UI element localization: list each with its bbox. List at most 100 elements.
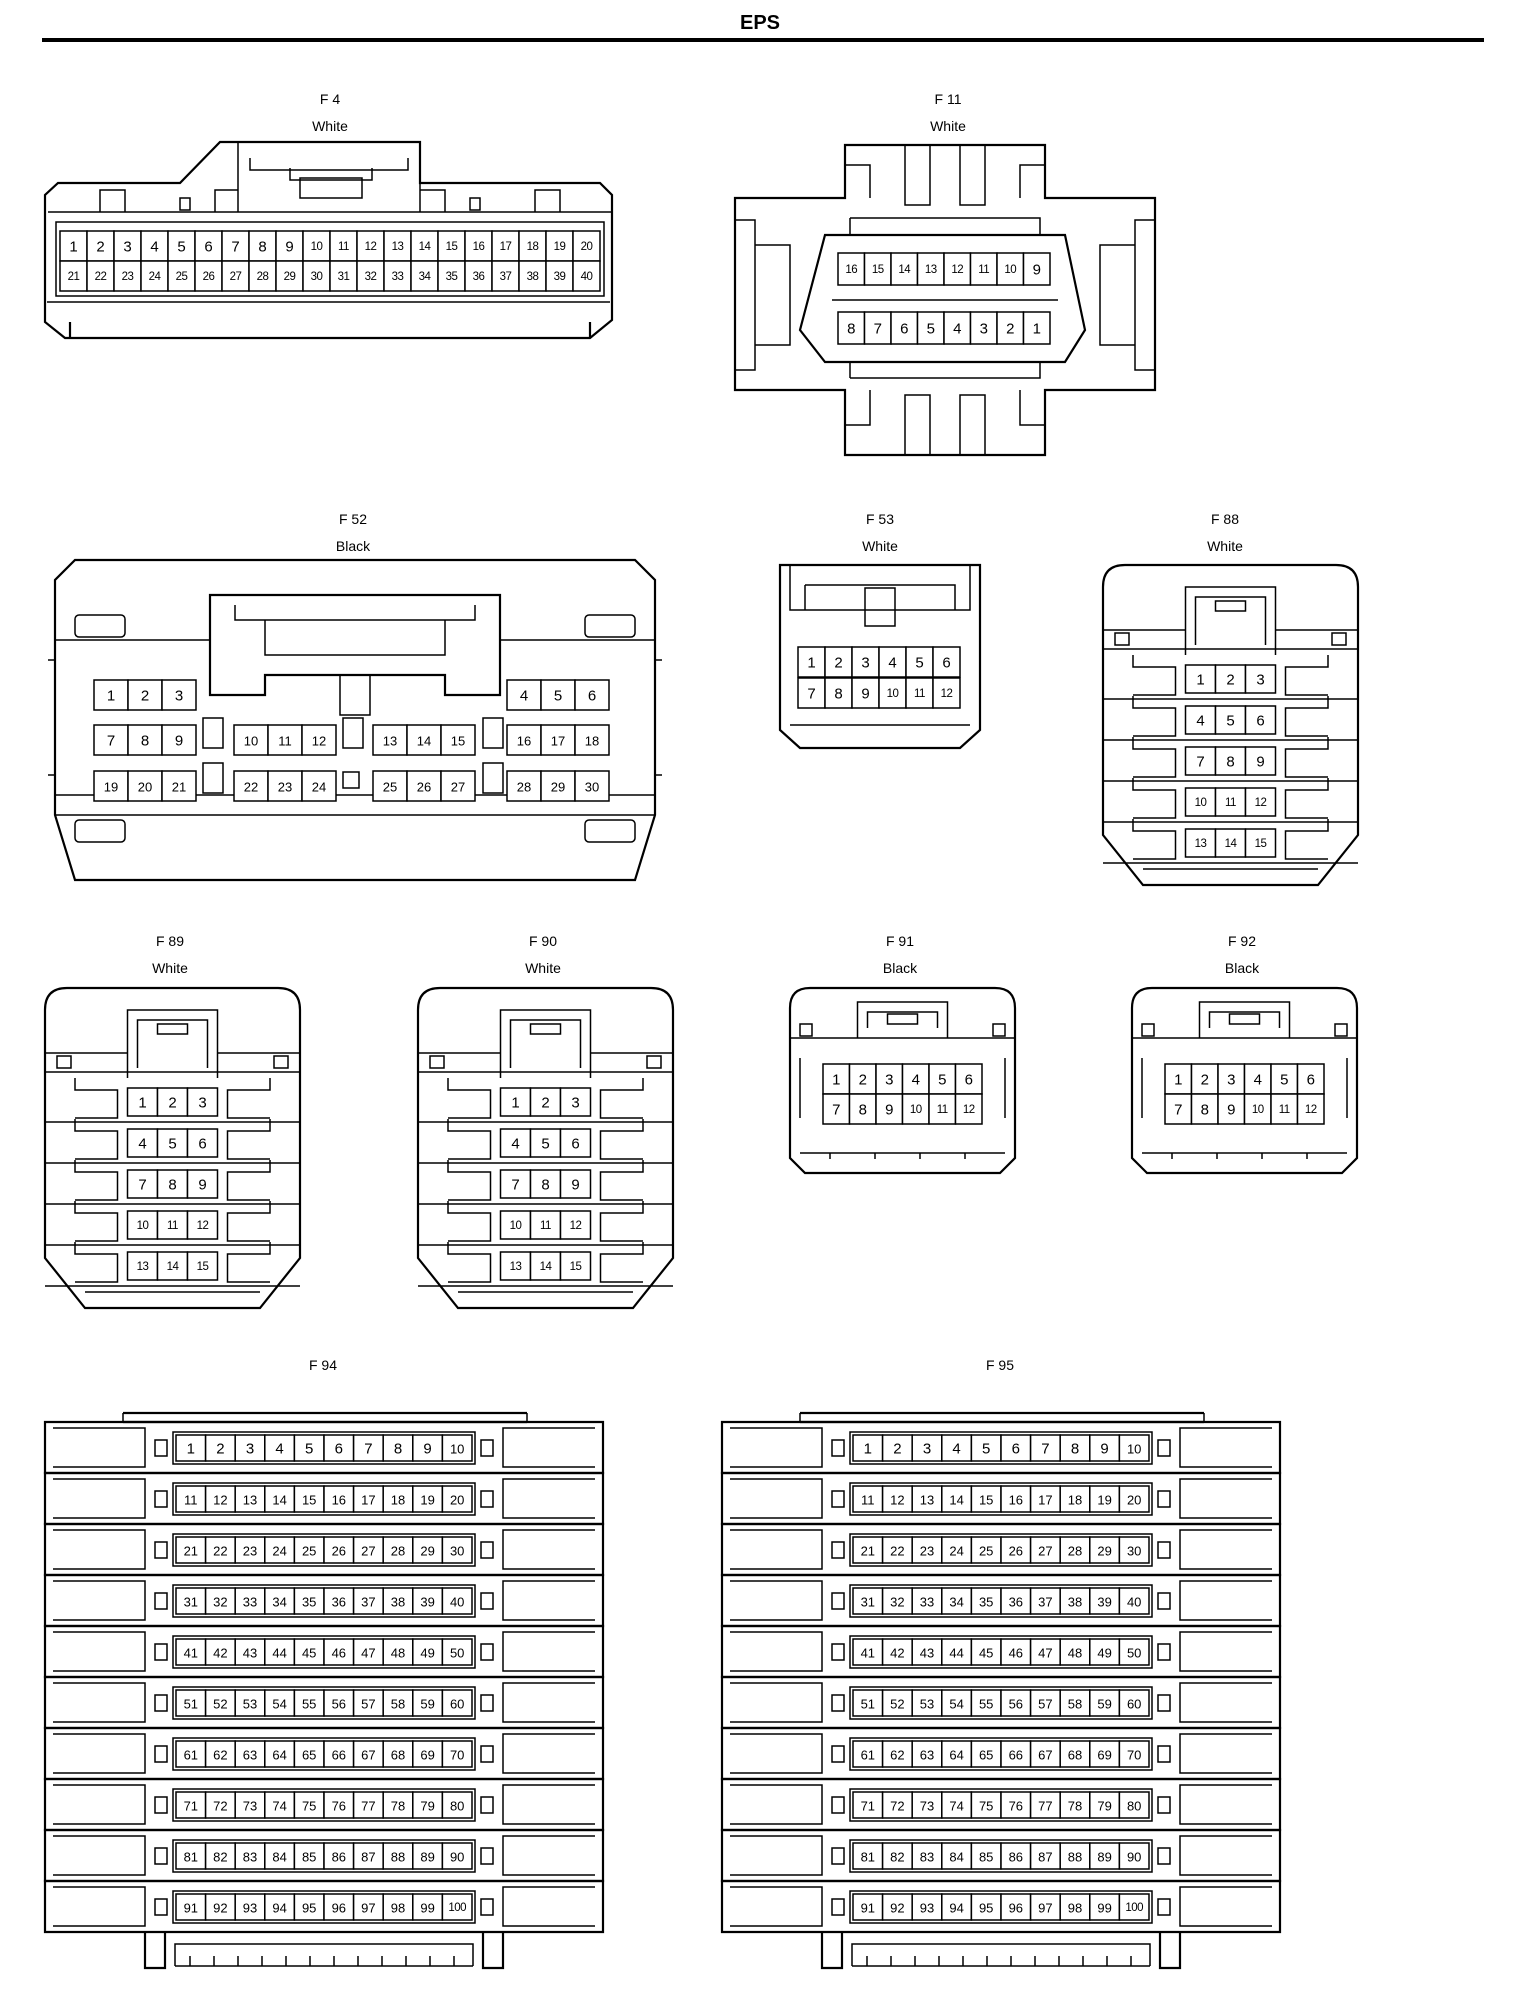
svg-text:15: 15	[872, 264, 884, 276]
svg-text:16: 16	[1009, 1493, 1023, 1508]
svg-text:71: 71	[861, 1799, 875, 1814]
svg-text:50: 50	[450, 1646, 464, 1661]
svg-text:9: 9	[285, 239, 293, 256]
pin-8: 8	[1216, 747, 1246, 775]
svg-text:28: 28	[1068, 1544, 1082, 1559]
pin-86: 86	[1001, 1843, 1031, 1869]
svg-text:67: 67	[361, 1748, 375, 1763]
svg-text:52: 52	[890, 1697, 904, 1712]
svg-text:22: 22	[890, 1544, 904, 1559]
pin-4: 4	[128, 1129, 158, 1157]
svg-text:1: 1	[69, 239, 77, 256]
svg-text:1: 1	[807, 655, 815, 672]
connector-color: White	[525, 960, 561, 976]
pin-15: 15	[1246, 829, 1276, 857]
pin-47: 47	[354, 1639, 384, 1665]
svg-text:4: 4	[138, 1136, 146, 1153]
svg-text:11: 11	[914, 688, 925, 700]
svg-text:90: 90	[1127, 1850, 1141, 1865]
pin-71: 71	[853, 1792, 883, 1818]
svg-text:35: 35	[979, 1595, 993, 1610]
pin-1: 1	[853, 1435, 883, 1461]
pin-6: 6	[575, 680, 609, 710]
connector-color: White	[312, 118, 348, 134]
pin-44: 44	[942, 1639, 972, 1665]
pin-9: 9	[876, 1094, 903, 1124]
pin-93: 93	[912, 1894, 942, 1920]
pin-24: 24	[942, 1537, 972, 1563]
svg-text:28: 28	[517, 780, 531, 795]
svg-text:40: 40	[450, 1595, 464, 1610]
svg-text:7: 7	[874, 321, 882, 338]
svg-text:2: 2	[96, 239, 104, 256]
svg-text:17: 17	[500, 241, 512, 253]
svg-text:14: 14	[419, 241, 432, 253]
pin-3: 3	[235, 1435, 265, 1461]
pin-6: 6	[1001, 1435, 1031, 1461]
pin-18: 18	[383, 1486, 413, 1512]
svg-text:25: 25	[383, 780, 397, 795]
pin-14: 14	[265, 1486, 295, 1512]
svg-text:13: 13	[1195, 838, 1207, 850]
svg-text:51: 51	[184, 1697, 198, 1712]
pin-10: 10	[128, 1211, 158, 1239]
svg-text:12: 12	[312, 734, 326, 749]
svg-text:76: 76	[1009, 1799, 1023, 1814]
pin-2: 2	[206, 1435, 236, 1461]
pin-58: 58	[1060, 1690, 1090, 1716]
svg-text:10: 10	[450, 1442, 464, 1457]
pin-44: 44	[265, 1639, 295, 1665]
svg-text:75: 75	[302, 1799, 316, 1814]
svg-text:72: 72	[890, 1799, 904, 1814]
pin-62: 62	[883, 1741, 913, 1767]
connector-color: Black	[882, 960, 918, 976]
svg-text:47: 47	[1038, 1646, 1052, 1661]
pin-93: 93	[235, 1894, 265, 1920]
pin-8: 8	[383, 1435, 413, 1461]
pin-27: 27	[1031, 1537, 1061, 1563]
pin-16: 16	[1001, 1486, 1031, 1512]
pin-54: 54	[942, 1690, 972, 1716]
svg-text:63: 63	[243, 1748, 257, 1763]
svg-text:32: 32	[890, 1595, 904, 1610]
svg-text:3: 3	[1227, 1072, 1235, 1089]
pin-27: 27	[222, 261, 249, 291]
svg-text:42: 42	[890, 1646, 904, 1661]
svg-text:35: 35	[302, 1595, 316, 1610]
pin-5: 5	[158, 1129, 188, 1157]
pin-6: 6	[561, 1129, 591, 1157]
svg-text:48: 48	[1068, 1646, 1082, 1661]
page-title: EPS	[739, 12, 781, 34]
svg-text:6: 6	[335, 1441, 343, 1458]
connector-label: F 4	[319, 91, 341, 107]
svg-text:18: 18	[527, 241, 539, 253]
pin-8: 8	[850, 1094, 877, 1124]
pin-8: 8	[1060, 1435, 1090, 1461]
pin-32: 32	[357, 261, 384, 291]
pin-5: 5	[918, 312, 945, 344]
pin-81: 81	[853, 1843, 883, 1869]
connector-caption-f90: F 90 White	[443, 928, 643, 982]
pin-28: 28	[249, 261, 276, 291]
svg-text:6: 6	[571, 1136, 579, 1153]
svg-text:13: 13	[920, 1493, 934, 1508]
pin-5: 5	[541, 680, 575, 710]
svg-text:87: 87	[361, 1850, 375, 1865]
pin-100: 100	[442, 1894, 472, 1920]
pin-56: 56	[1001, 1690, 1031, 1716]
svg-text:38: 38	[527, 271, 539, 283]
svg-text:44: 44	[949, 1646, 963, 1661]
svg-text:53: 53	[243, 1697, 257, 1712]
svg-text:96: 96	[1009, 1901, 1023, 1916]
svg-text:29: 29	[551, 780, 565, 795]
svg-text:5: 5	[982, 1441, 990, 1458]
pin-20: 20	[1119, 1486, 1149, 1512]
pin-62: 62	[206, 1741, 236, 1767]
svg-text:63: 63	[920, 1748, 934, 1763]
connector-label: F 90	[528, 933, 557, 949]
svg-text:45: 45	[979, 1646, 993, 1661]
pin-26: 26	[324, 1537, 354, 1563]
